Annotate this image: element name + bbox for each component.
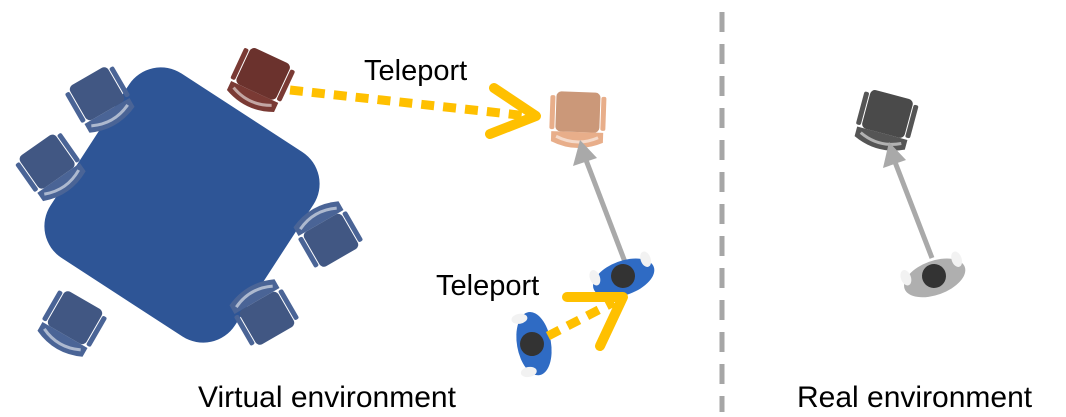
person-icon [900,251,966,298]
chair-icon [547,89,609,151]
teleport-label-bottom: Teleport [436,270,540,302]
chair-icon [221,42,299,120]
person-icon [511,312,552,378]
chair-icon [31,284,111,365]
walk-arrow-virtual [573,140,628,263]
teleport-label-top: Teleport [364,55,468,87]
table-icon [44,67,320,343]
teleport-arrow-top [289,83,541,139]
real-environment-caption: Real environment [797,381,1033,414]
chair-icon [849,85,922,158]
virtual-environment-caption: Virtual environment [198,381,456,414]
person-icon [589,251,655,298]
walk-arrow-real [883,142,935,259]
teleport-arrow-bottom [545,292,628,351]
